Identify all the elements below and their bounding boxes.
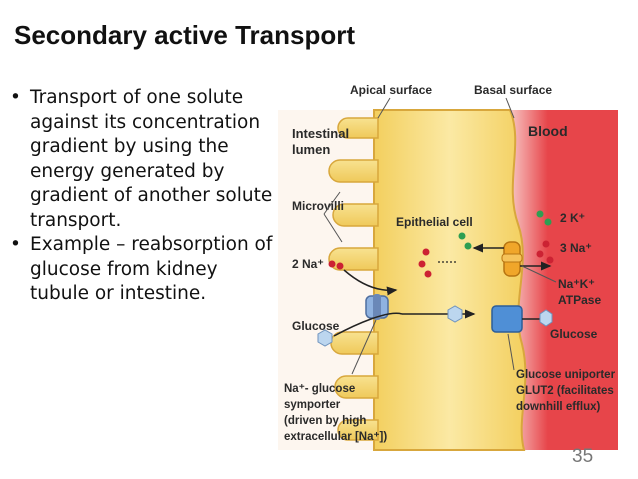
bullet-list: • Transport of one solute against its co… <box>8 86 278 307</box>
microvilli-leader <box>323 213 343 243</box>
k-ion <box>458 232 466 240</box>
epithelial-cell <box>373 109 527 451</box>
label-uniporter-3: downhill efflux) <box>516 401 600 413</box>
label-3-na: 3 Na⁺ <box>560 241 592 255</box>
k-ion <box>464 242 472 250</box>
label-symporter-1: Na⁺- glucose <box>284 383 355 395</box>
na-ion <box>542 240 550 248</box>
glucose-influx-arrow <box>333 312 403 337</box>
label-na-k: Na⁺K⁺ <box>558 277 595 291</box>
bullet-marker: • <box>10 87 21 108</box>
label-symporter-4: extracellular [Na⁺]) <box>284 431 387 443</box>
na-ion <box>546 256 554 264</box>
label-2-na: 2 Na⁺ <box>292 257 324 271</box>
bullet-item: • Example – reabsorption of glucose from… <box>8 233 278 307</box>
label-atpase: ATPase <box>558 293 601 307</box>
label-microvilli: Microvilli <box>292 199 344 213</box>
page-number: 35 <box>572 446 594 467</box>
microvilli-leader <box>323 191 341 215</box>
blood-region <box>510 110 618 450</box>
glucose-molecule <box>317 329 333 347</box>
na-ion <box>536 250 544 258</box>
label-symporter-2: symporter <box>284 399 341 411</box>
pump-core <box>501 253 523 263</box>
label-epithelial-cell: Epithelial cell <box>396 215 473 229</box>
k-ion <box>544 218 552 226</box>
label-uniporter-1: Glucose uniporter <box>516 369 616 381</box>
label-uniporter-2: GLUT2 (facilitates <box>516 385 614 397</box>
na-ion <box>422 248 430 256</box>
symporter-core <box>373 294 381 320</box>
na-ion <box>336 262 344 270</box>
label-intestinal: Intestinal <box>292 126 349 141</box>
na-ion <box>424 270 432 278</box>
bullet-marker: • <box>10 234 21 255</box>
na-ion <box>328 260 336 268</box>
bullet-text: Transport of one solute against its conc… <box>30 87 273 231</box>
symporter-leader <box>351 319 377 375</box>
bullet-item: • Transport of one solute against its co… <box>8 86 278 233</box>
na-ion <box>418 260 426 268</box>
label-apical-surface: Apical surface <box>350 83 432 97</box>
glucose-molecule <box>539 309 553 327</box>
glucose-molecule <box>447 305 463 323</box>
label-lumen: lumen <box>292 142 330 157</box>
transport-diagram: Apical surface Basal surface Intestinal … <box>278 83 618 451</box>
label-2-k: 2 K⁺ <box>560 211 585 225</box>
uniporter-leader <box>507 333 515 371</box>
label-basal-surface: Basal surface <box>474 83 552 97</box>
label-symporter-3: (driven by high <box>284 415 366 427</box>
basal-leader <box>505 97 515 119</box>
glut2-uniporter <box>491 305 523 333</box>
pump-leader <box>521 265 557 283</box>
label-blood: Blood <box>528 123 568 139</box>
bullet-text: Example – reabsorption of glucose from k… <box>30 234 273 304</box>
label-glucose-left: Glucose <box>292 319 340 333</box>
slide-title: Secondary active Transport <box>14 20 356 50</box>
k-ion <box>536 210 544 218</box>
label-glucose-right: Glucose <box>550 327 598 341</box>
na-influx-arrow <box>343 269 398 296</box>
apical-leader <box>377 97 391 119</box>
